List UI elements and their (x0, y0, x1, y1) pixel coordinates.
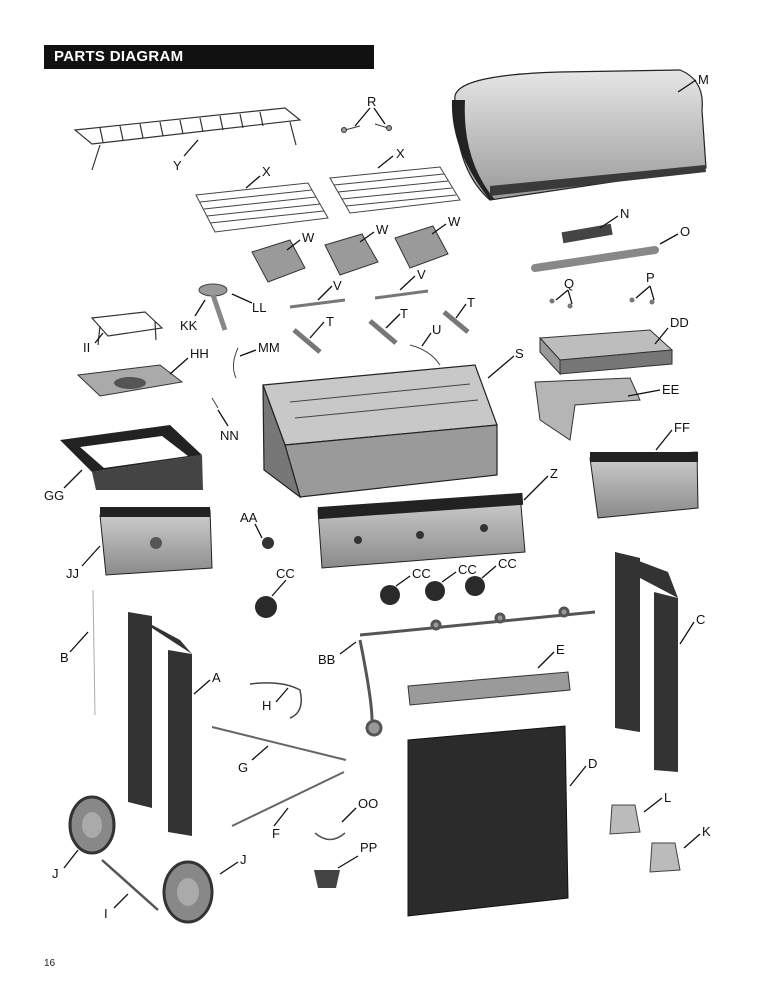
label-kk: KK (180, 318, 198, 333)
screws-drawing (341, 123, 392, 133)
lid-drawing (451, 69, 707, 201)
label-w-2: W (376, 222, 389, 237)
label-d: D (588, 756, 597, 771)
label-cc-4: CC (498, 556, 517, 571)
label-p: P (646, 270, 655, 285)
label-gg: GG (44, 488, 64, 503)
grease-cup-drawing (314, 832, 346, 888)
label-cc-1: CC (276, 566, 295, 581)
label-nn: NN (220, 428, 239, 443)
label-k: K (702, 824, 711, 839)
label-j-2: J (240, 852, 247, 867)
label-x-right: X (396, 146, 405, 161)
label-w-3: W (448, 214, 461, 229)
label-t-3: T (467, 295, 475, 310)
label-w-1: W (302, 230, 315, 245)
page-number: 16 (44, 958, 56, 969)
label-z: Z (550, 466, 558, 481)
label-i: I (104, 906, 108, 921)
label-q: Q (564, 276, 574, 291)
label-a: A (212, 670, 221, 685)
rod-b-drawing (92, 589, 96, 716)
ignitor-wire-drawing (409, 344, 441, 366)
cooking-grate-left-drawing (195, 182, 329, 233)
control-knobs-drawing (255, 576, 485, 618)
heat-shield-drawing (407, 671, 571, 706)
label-h: H (262, 698, 271, 713)
label-ii: II (83, 340, 90, 355)
wheels-drawing (68, 795, 214, 924)
logo-drawing (561, 223, 613, 244)
label-j-1: J (52, 866, 59, 881)
side-burner-wire-drawing (232, 347, 239, 379)
side-control-panel-drawing (99, 507, 213, 576)
label-b: B (60, 650, 69, 665)
side-burner-frame-drawing (60, 425, 203, 490)
label-arrows (63, 79, 701, 909)
label-ee: EE (662, 382, 680, 397)
label-m: M (698, 72, 709, 87)
small-screws-drawing (549, 297, 655, 309)
label-x-left: X (262, 164, 271, 179)
ignitor-button-drawing (262, 537, 274, 549)
leveling-feet-drawing (609, 804, 681, 873)
page-title: PARTS DIAGRAM (44, 45, 374, 69)
handle-drawing (531, 246, 659, 272)
label-mm: MM (258, 340, 280, 355)
part-labels: M R Y X X W W W N O V V KK LL Q P T T T … (44, 72, 711, 921)
label-o: O (680, 224, 690, 239)
right-leg-frame-drawing (615, 552, 678, 772)
label-dd: DD (670, 315, 689, 330)
label-bb: BB (318, 652, 335, 667)
label-ll: LL (252, 300, 266, 315)
side-burner-drawing (198, 283, 228, 331)
label-t-2: T (400, 306, 408, 321)
burner-bars-drawing (289, 289, 429, 309)
label-e: E (556, 642, 565, 657)
label-s: S (515, 346, 524, 361)
label-r: R (367, 94, 376, 109)
label-f: F (272, 826, 280, 841)
label-n: N (620, 206, 629, 221)
firebox-drawing (262, 364, 498, 499)
cooking-grate-right-drawing (329, 166, 461, 214)
label-c: C (696, 612, 705, 627)
left-leg-frame-drawing (128, 612, 192, 836)
side-burner-pan-drawing (76, 364, 184, 397)
door-panel-drawing (407, 725, 569, 917)
label-g: G (238, 760, 248, 775)
label-v-2: V (417, 267, 426, 282)
side-rack-drawing (90, 311, 164, 346)
clip-drawing (211, 397, 219, 409)
label-ff: FF (674, 420, 690, 435)
hook-drawing (249, 682, 302, 719)
label-cc-2: CC (412, 566, 431, 581)
control-panel-drawing (317, 492, 526, 569)
label-cc-3: CC (458, 562, 477, 577)
label-jj: JJ (66, 566, 79, 581)
label-l: L (664, 790, 671, 805)
label-pp: PP (360, 840, 377, 855)
carryover-tubes-drawing (292, 310, 470, 354)
axle-drawing (101, 859, 159, 911)
label-t-1: T (326, 314, 334, 329)
warming-rack-drawing (73, 107, 302, 171)
burner-manifold-drawing (358, 606, 596, 737)
label-aa: AA (240, 510, 258, 525)
cross-rods-drawing (211, 726, 347, 827)
side-shelf-front-drawing (589, 451, 699, 519)
label-v-1: V (333, 278, 342, 293)
shelf-bracket-drawing (534, 377, 641, 441)
side-shelf-drawing (538, 329, 674, 376)
label-y: Y (173, 158, 182, 173)
label-oo: OO (358, 796, 378, 811)
label-hh: HH (190, 346, 209, 361)
label-u: U (432, 322, 441, 337)
heat-tents-drawing (251, 225, 449, 283)
